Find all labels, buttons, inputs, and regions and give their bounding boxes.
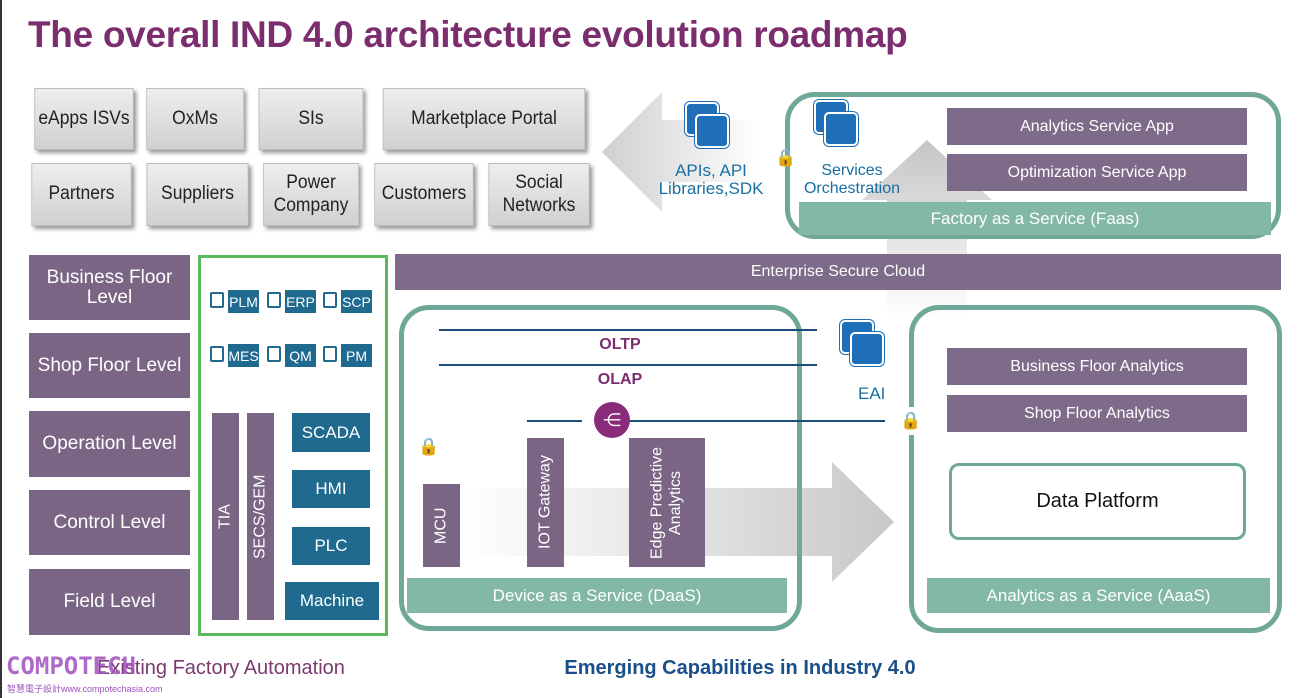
shop-floor-analytics: Shop Floor Analytics <box>947 395 1247 432</box>
lock-icon: 🔒 <box>418 437 440 456</box>
enterprise-secure-cloud: Enterprise Secure Cloud <box>395 254 1281 290</box>
compotech-url: 智慧電子設計www.compotechasia.com <box>7 684 163 694</box>
share-icon: ⋲ <box>594 402 630 438</box>
terminal-icon <box>323 292 337 308</box>
aaas-container <box>909 305 1282 633</box>
lock-icon: 🔒 <box>775 148 797 167</box>
existing-automation-box <box>198 255 388 636</box>
faas-container <box>785 92 1281 239</box>
chip-erp: ERP <box>285 290 316 313</box>
box-power-company: Power Company <box>263 163 359 226</box>
eai-stack-icon <box>840 320 884 366</box>
chip-mes: MES <box>228 344 259 367</box>
business-floor-analytics: Business Floor Analytics <box>947 348 1247 385</box>
hmi-block: HMI <box>292 470 370 508</box>
machine-block: Machine <box>285 582 379 620</box>
api-stack-icon <box>685 102 729 148</box>
scada-block: SCADA <box>292 413 370 452</box>
box-suppliers: Suppliers <box>146 163 249 226</box>
daas-bar: Device as a Service (DaaS) <box>407 578 787 613</box>
box-marketplace-portal: Marketplace Portal <box>382 88 586 150</box>
eai-label: EAI <box>858 384 886 403</box>
optimization-service-app: Optimization Service App <box>947 154 1247 191</box>
chip-pm: PM <box>341 344 372 367</box>
box-oxms: OxMs <box>146 88 244 150</box>
apis-label: APIs, API Libraries,SDK <box>658 161 764 198</box>
page-title: The overall IND 4.0 architecture evoluti… <box>28 14 908 55</box>
faas-bar: Factory as a Service (Faas) <box>799 202 1271 235</box>
box-sis: SIs <box>258 88 364 150</box>
terminal-icon <box>210 346 224 362</box>
edge-to-aaas-arrow <box>630 420 885 422</box>
daas-container <box>399 305 802 631</box>
level-field: Field Level <box>29 569 190 635</box>
terminal-icon <box>267 292 281 308</box>
gateway-arrow <box>527 420 582 422</box>
aaas-bar: Analytics as a Service (AaaS) <box>927 578 1270 613</box>
terminal-icon <box>323 346 337 362</box>
level-shop-floor: Shop Floor Level <box>29 333 190 398</box>
box-customers: Customers <box>374 163 474 226</box>
edge-predictive-analytics-bar: Edge Predictive Analytics <box>629 438 705 567</box>
mcu-bar: MCU <box>423 484 460 567</box>
iot-gateway-bar: IOT Gateway <box>527 438 564 567</box>
level-business-floor: Business Floor Level <box>29 255 190 320</box>
olap-arrow <box>439 364 817 366</box>
box-partners: Partners <box>31 163 132 226</box>
oltp-arrow <box>439 329 817 331</box>
orchestration-stack-icon <box>814 100 858 146</box>
chip-qm: QM <box>285 344 316 367</box>
terminal-icon <box>267 346 281 362</box>
secs-gem-bar: SECS/GEM <box>247 413 274 620</box>
plc-block: PLC <box>292 527 370 565</box>
level-operation: Operation Level <box>29 411 190 477</box>
chip-plm: PLM <box>228 290 259 313</box>
data-platform: Data Platform <box>949 463 1246 540</box>
chip-scp: SCP <box>341 290 372 313</box>
emerging-footer-label: Emerging Capabilities in Industry 4.0 <box>564 657 916 679</box>
lock-icon: 🔒 <box>898 407 924 435</box>
oltp-label: OLTP <box>599 336 641 353</box>
terminal-icon <box>210 292 224 308</box>
olap-label: OLAP <box>597 371 643 388</box>
services-orchestration-label: Services Orchestration <box>803 162 901 197</box>
box-social-networks: Social Networks <box>488 163 590 226</box>
box-eapps-isvs: eApps ISVs <box>34 88 134 150</box>
existing-footer-label: Existing Factory Automation <box>97 657 345 679</box>
compotech-logo: COMPOTECH <box>6 652 137 680</box>
level-control: Control Level <box>29 490 190 555</box>
tia-bar: TIA <box>212 413 239 620</box>
analytics-service-app: Analytics Service App <box>947 108 1247 145</box>
